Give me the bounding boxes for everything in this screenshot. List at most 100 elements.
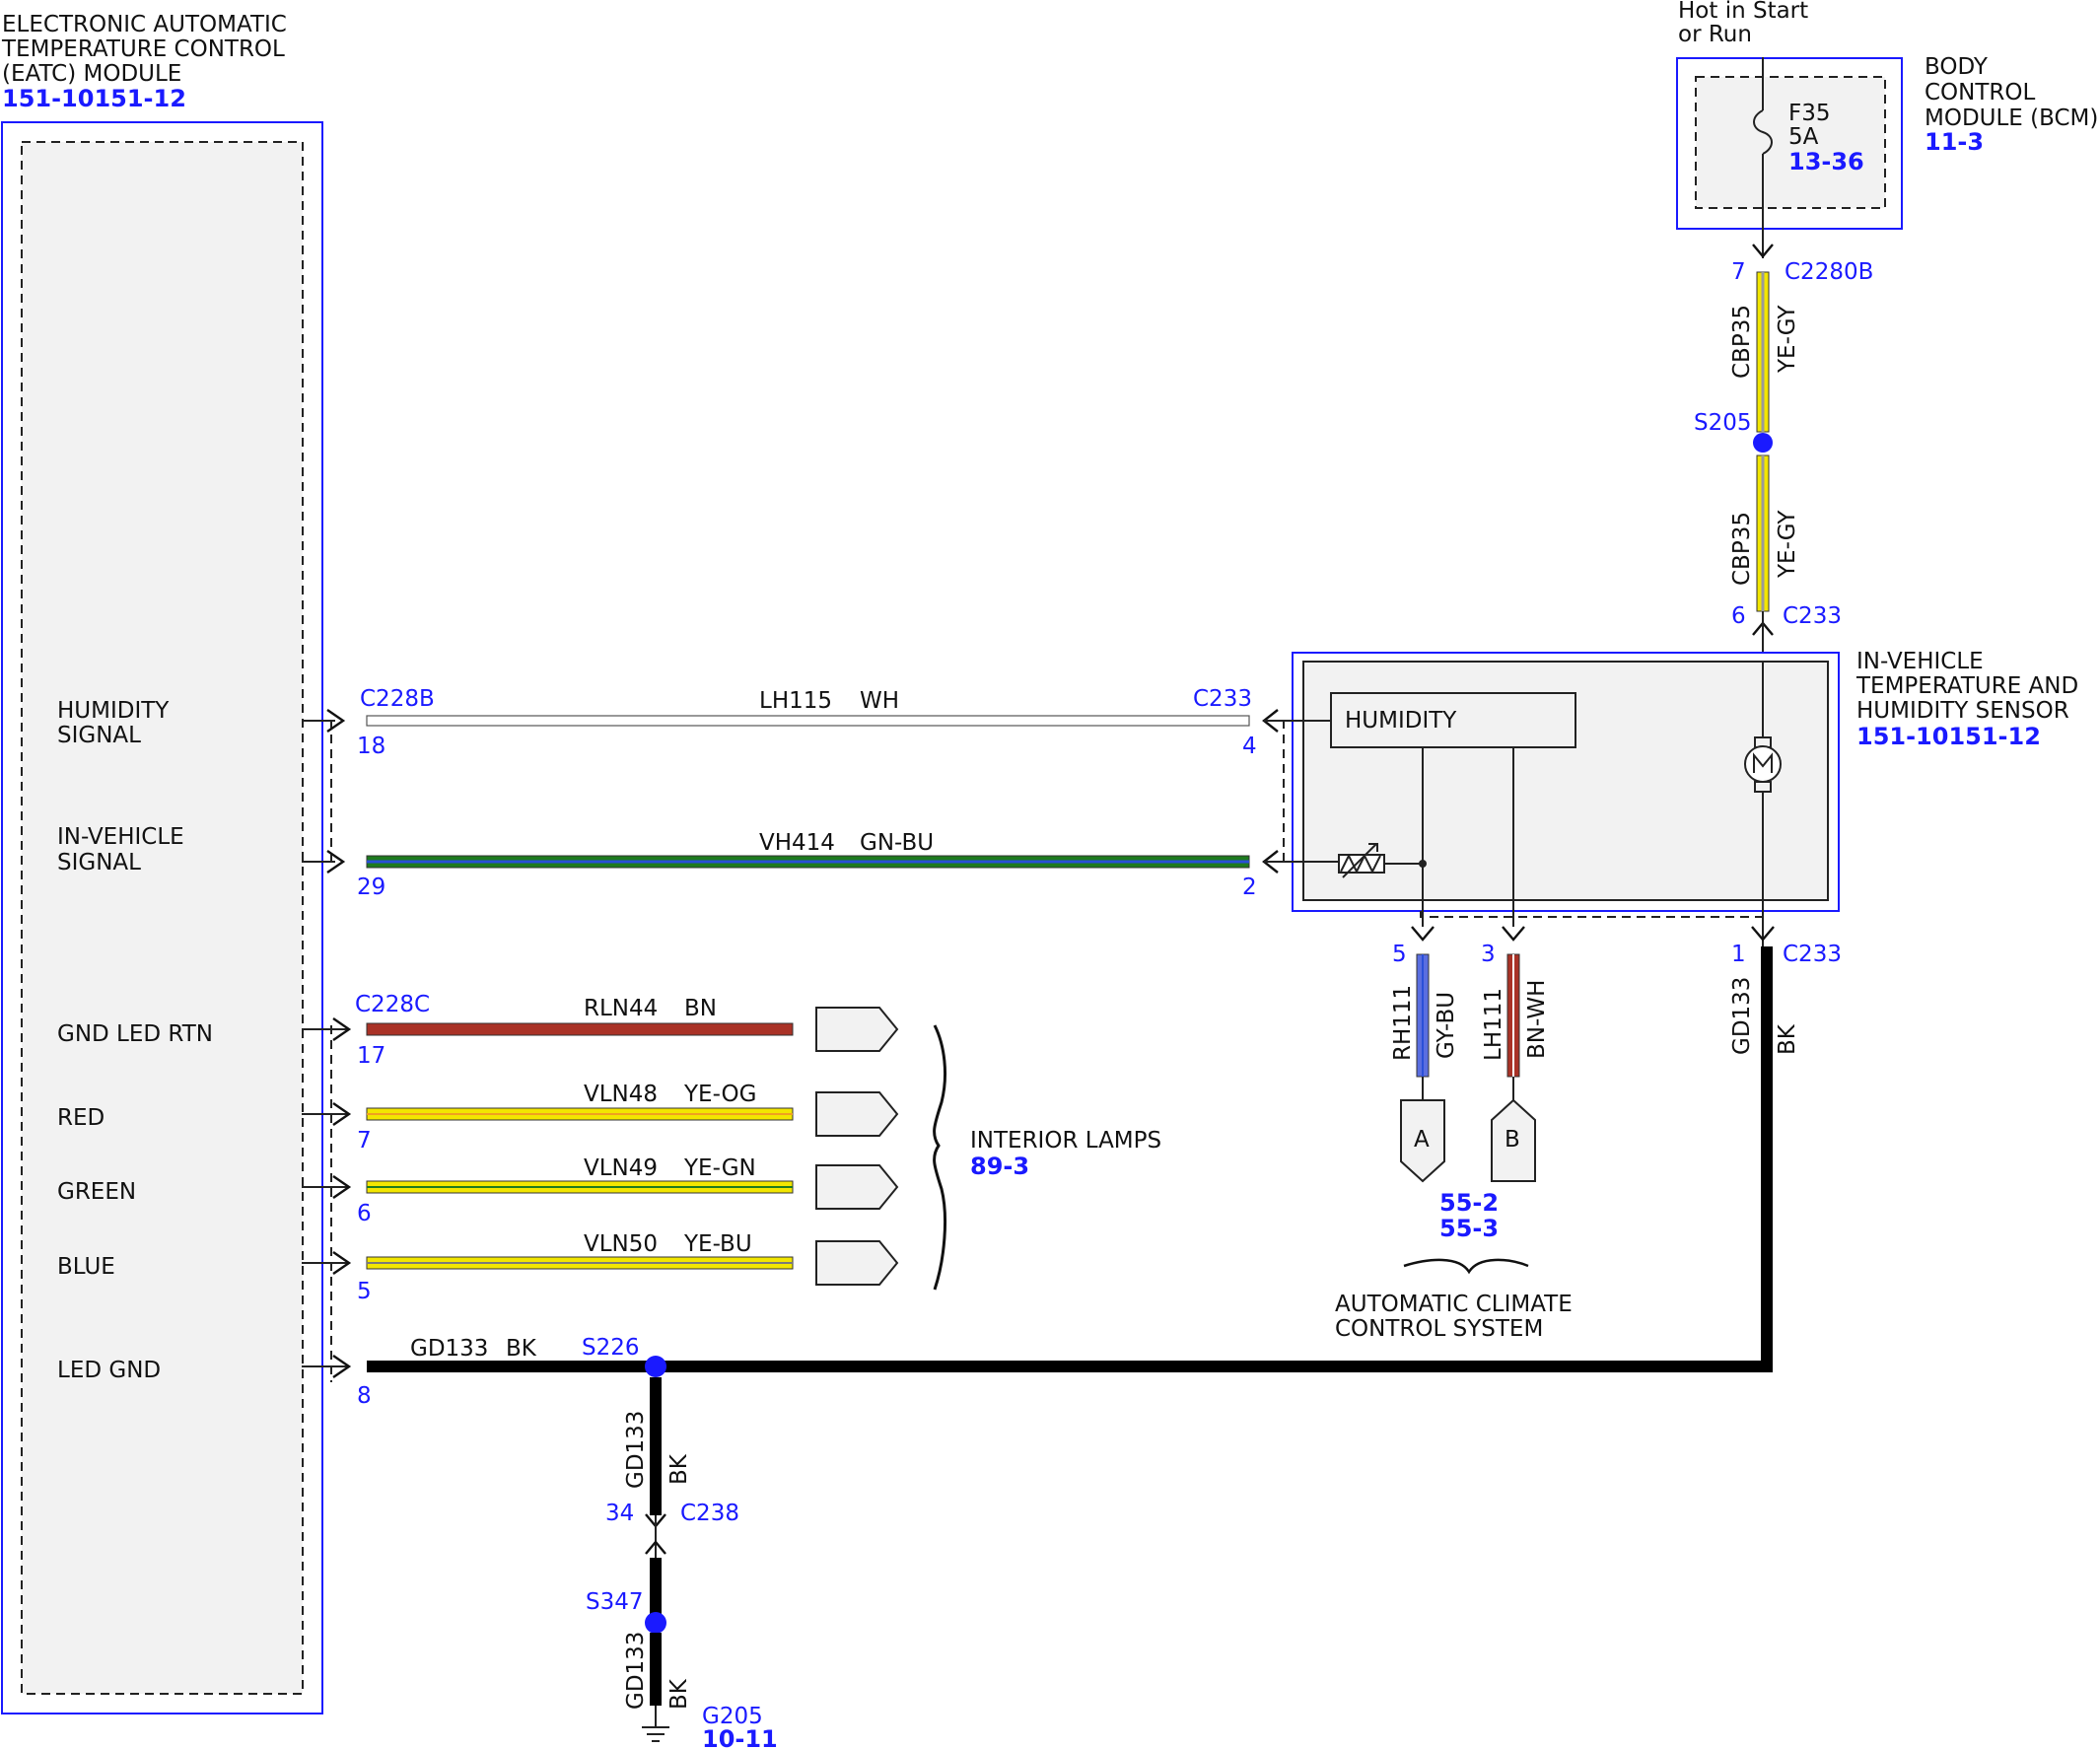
c238-terminal-bottom (645, 1540, 666, 1555)
invehicle-sensor: IN-VEHICLE TEMPERATURE AND HUMIDITY SENS… (1283, 649, 2078, 946)
thermistor-zigzag (1340, 853, 1381, 874)
bcm-supply-2: or Run (1678, 22, 1752, 47)
climate-label-2: CONTROL SYSTEM (1335, 1316, 1543, 1342)
c233-top-label: C233 (1783, 603, 1842, 629)
motor-m-glyph (1753, 752, 1773, 773)
g205-ref: 10-11 (702, 1725, 778, 1749)
lh115-color: WH (860, 688, 899, 714)
climate-ref-1: 55-2 (1439, 1189, 1499, 1217)
c228b-pin29: 29 (357, 874, 385, 900)
wire-vh414: VH414 GN-BU (302, 830, 1339, 874)
c228b-pin18: 18 (357, 734, 385, 759)
c228c-pin6: 6 (357, 1201, 372, 1226)
bcm-title-1: BODY (1925, 54, 1989, 80)
wire-cbp35-upper: CBP35 YE-GY (1729, 271, 1800, 433)
wire-vln49: VLN49 YE-GN (302, 1155, 899, 1210)
rln44-color: BN (684, 996, 717, 1021)
s205-splice (1753, 433, 1773, 453)
eatc-body (22, 142, 303, 1694)
s226-splice (645, 1356, 666, 1377)
pin-label-blue: BLUE (57, 1254, 115, 1280)
flag-a-connector (1400, 1099, 1445, 1183)
eatc-title-3: (EATC) MODULE (2, 61, 181, 87)
bcm-body (1696, 77, 1885, 208)
bcm-inner-dashed (1695, 76, 1886, 209)
fuse-rating: 5A (1788, 124, 1819, 150)
c233-left-pin4: 4 (1242, 734, 1257, 759)
gd133-h-color: BK (506, 1336, 537, 1362)
c228b-label: C228B (360, 686, 435, 712)
s347-label: S347 (586, 1589, 644, 1615)
humidity-element-label: HUMIDITY (1345, 708, 1457, 734)
eatc-title-1: ELECTRONIC AUTOMATIC (2, 12, 287, 37)
gd133-v1-color: BK (666, 1453, 692, 1485)
lamp-connector-arrow-4 (815, 1240, 899, 1286)
cbp35-b-circuit: CBP35 (1729, 512, 1755, 586)
vln48-circuit: VLN48 (584, 1082, 658, 1107)
c233-left-pin2: 2 (1242, 874, 1257, 900)
cbp35-a-color: YE-GY (1775, 305, 1800, 374)
c228c-pin7: 7 (357, 1128, 372, 1154)
wire-vln50: VLN50 YE-BU (302, 1231, 899, 1286)
pin-label-gnd-led-rtn: GND LED RTN (57, 1021, 213, 1047)
bottom-pin5: 5 (1392, 942, 1407, 967)
vln50-color: YE-BU (683, 1231, 752, 1257)
wire-lh111: LH111 BN-WH (1481, 953, 1550, 1100)
cbp35-b-color: YE-GY (1775, 510, 1800, 579)
c233-top-pin: 6 (1731, 603, 1746, 629)
eatc-inner-dashed (21, 141, 304, 1695)
lh111-color: BN-WH (1524, 980, 1550, 1059)
lamp-connector-arrow-2 (815, 1091, 899, 1137)
bcm-title-3: MODULE (BCM) (1925, 105, 2098, 131)
c228c-pin17: 17 (357, 1043, 385, 1069)
bottom-pin1: 1 (1731, 942, 1746, 967)
c233-pin1-terminal (1751, 926, 1775, 942)
vln50-circuit: VLN50 (584, 1231, 658, 1257)
eatc-ref: 151-10151-12 (2, 85, 186, 112)
s226-label: S226 (582, 1335, 640, 1361)
pin-label-humidity-2: SIGNAL (57, 723, 141, 748)
sensor-dashed-bottom (1420, 911, 1764, 918)
pin-label-humidity-1: HUMIDITY (57, 698, 170, 724)
lamp-connector-arrow-3 (815, 1164, 899, 1210)
pin-label-invehicle-1: IN-VEHICLE (57, 824, 184, 850)
bcm-supply-1: Hot in Start (1678, 0, 1808, 24)
vh414-circuit: VH414 (759, 830, 835, 856)
c228c-pin5: 5 (357, 1279, 372, 1304)
g205-label: G205 (702, 1704, 763, 1729)
wire-gd133-down-2 (650, 1558, 662, 1621)
c2280b-pin: 7 (1731, 259, 1746, 285)
fuse-symbol (1753, 109, 1773, 155)
vln48-color: YE-OG (683, 1082, 756, 1107)
vln49-color: YE-GN (683, 1155, 756, 1181)
c2280b-terminal (1752, 244, 1774, 258)
motor-icon (1744, 745, 1782, 783)
climate-label-1: AUTOMATIC CLIMATE (1335, 1292, 1573, 1317)
gd133-v1-circuit: GD133 (623, 1411, 649, 1489)
sensor-title-2: TEMPERATURE AND (1855, 673, 2078, 699)
lh115-circuit: LH115 (759, 688, 832, 714)
interior-lamps-brace (933, 1024, 947, 1291)
lamp-connector-arrow-1 (815, 1007, 899, 1052)
wire-rln44: RLN44 BN (302, 996, 899, 1052)
wire-gd133-down-1 (650, 1377, 662, 1515)
climate-brace (1403, 1258, 1529, 1275)
interior-lamps-ref: 89-3 (970, 1153, 1029, 1180)
sensor-title-1: IN-VEHICLE (1856, 649, 1984, 674)
thermistor-arrow (1342, 843, 1378, 878)
bcm-ref: 11-3 (1925, 128, 1984, 156)
s347-splice (645, 1612, 666, 1634)
c238-pin: 34 (605, 1501, 634, 1526)
bcm-title-2: CONTROL (1925, 80, 2036, 105)
cbp35-a-circuit: CBP35 (1729, 305, 1755, 379)
fuse-ref: 13-36 (1788, 148, 1864, 175)
wire-vln48: VLN48 YE-OG (302, 1082, 899, 1137)
interior-lamps-label: INTERIOR LAMPS (970, 1128, 1161, 1154)
wire-cbp35-lower: CBP35 YE-GY (1729, 455, 1800, 612)
eatc-module: ELECTRONIC AUTOMATIC TEMPERATURE CONTROL… (1, 12, 323, 1714)
vln49-circuit: VLN49 (584, 1155, 658, 1181)
flag-b-label: B (1505, 1127, 1520, 1153)
gd133-v2-circuit: GD133 (623, 1632, 649, 1710)
pin-label-green: GREEN (57, 1179, 136, 1205)
